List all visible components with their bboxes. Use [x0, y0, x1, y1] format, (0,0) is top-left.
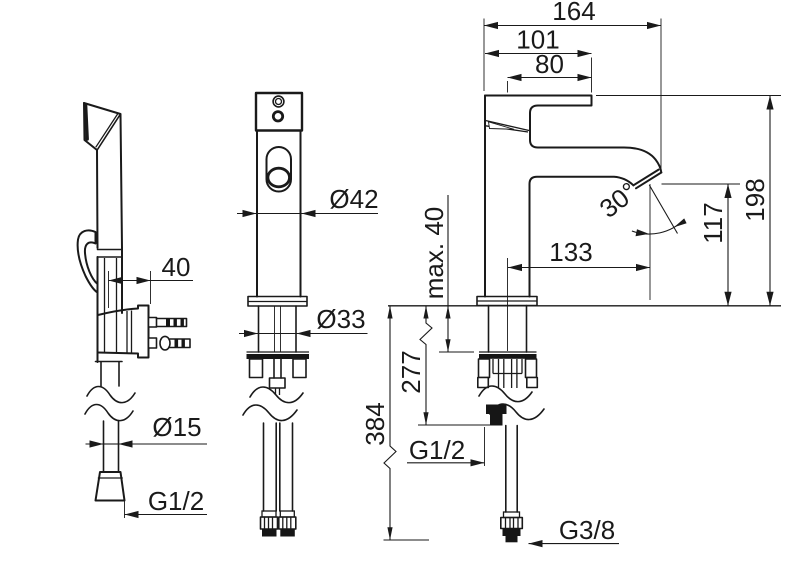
dim-384: 384	[360, 402, 390, 445]
mixer-side-view	[388, 94, 781, 543]
label-g12-side: G1/2	[409, 435, 465, 465]
dim-117: 117	[698, 202, 728, 243]
dim-dia-33: Ø33	[316, 304, 365, 334]
front-view-dimensions: Ø42 Ø33	[237, 184, 379, 338]
dim-101: 101	[516, 25, 559, 55]
dim-164: 164	[552, 0, 595, 26]
dim-277: 277	[396, 350, 426, 393]
hand-shower-view	[76, 102, 191, 502]
dim-40-offset: 40	[162, 252, 191, 282]
side-view-dimensions: 164 101 80 198 117 133 30°	[360, 0, 781, 548]
dim-max-40: max. 40	[419, 207, 449, 300]
dim-dia-15: Ø15	[152, 412, 201, 442]
dim-80: 80	[535, 49, 564, 79]
label-g12-shower: G1/2	[148, 486, 204, 516]
mixer-front-view	[242, 91, 309, 537]
dim-198: 198	[740, 178, 770, 221]
dim-133: 133	[549, 237, 592, 267]
hand-shower-dimensions: 40 Ø15 G1/2	[85, 252, 207, 519]
dim-dia-42: Ø42	[329, 184, 378, 214]
label-g38: G3/8	[559, 515, 615, 545]
